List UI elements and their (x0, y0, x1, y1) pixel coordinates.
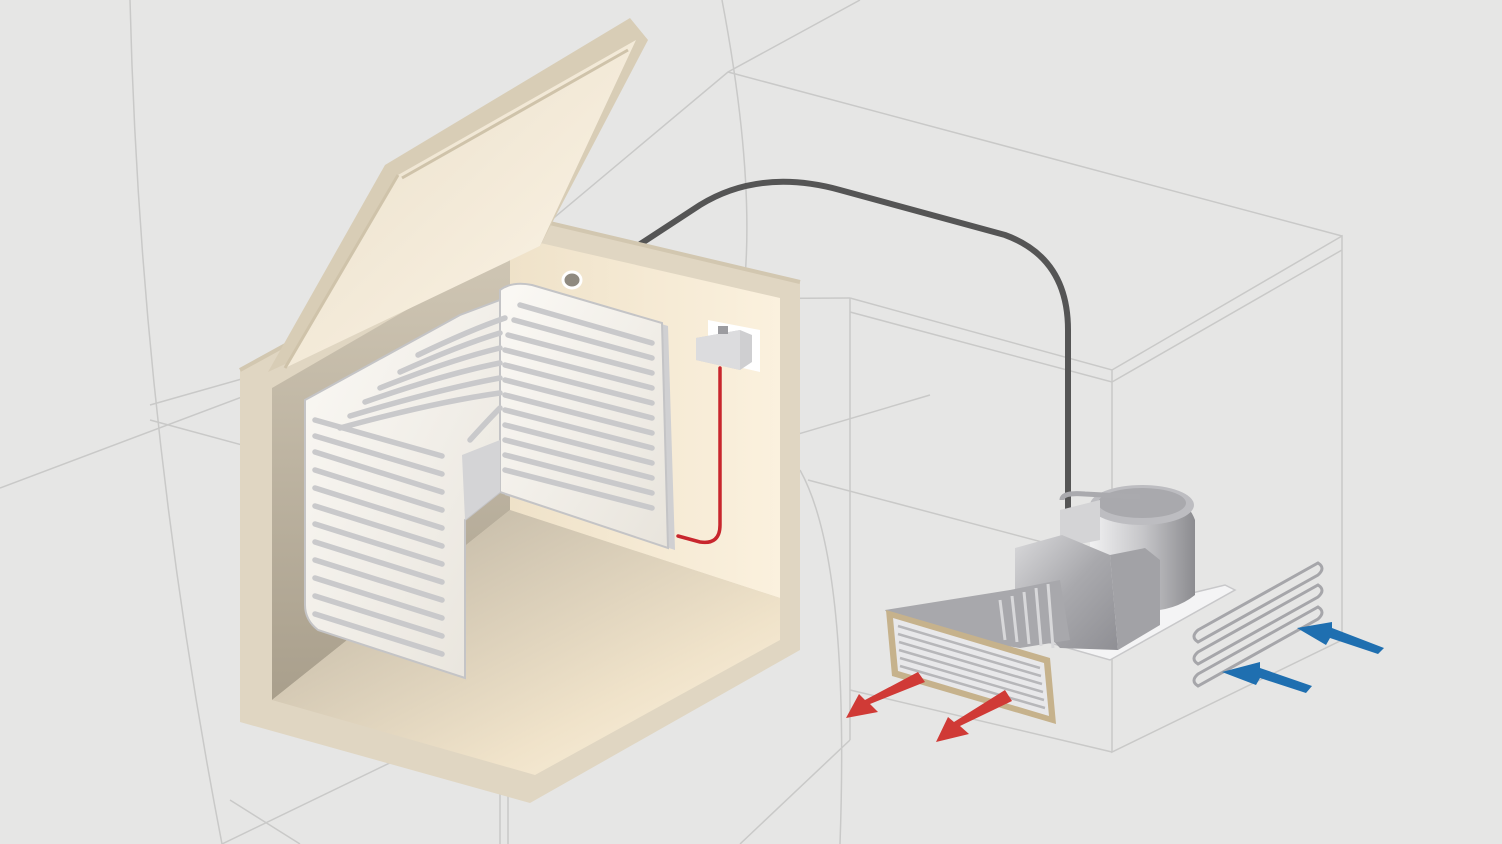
wall-port (561, 270, 583, 290)
evaporator-plate (304, 282, 675, 680)
capillary-tube (676, 366, 722, 545)
air-inlet-coil (1192, 561, 1324, 688)
hinged-lid (268, 18, 648, 372)
cool-air-in-arrows (1222, 622, 1384, 693)
condenser-grille (886, 610, 1056, 724)
warm-air-out-arrows (846, 672, 1012, 742)
warm-air-arrow (936, 690, 1012, 742)
suction-line (567, 178, 1071, 513)
duct-ribs (998, 583, 1055, 649)
warm-air-arrow (846, 672, 925, 718)
evaporator-slots (312, 302, 655, 657)
cool-air-arrow (1297, 622, 1384, 654)
thermostat-box (696, 320, 760, 372)
machinery (885, 485, 1237, 724)
cool-air-arrow (1222, 662, 1312, 693)
